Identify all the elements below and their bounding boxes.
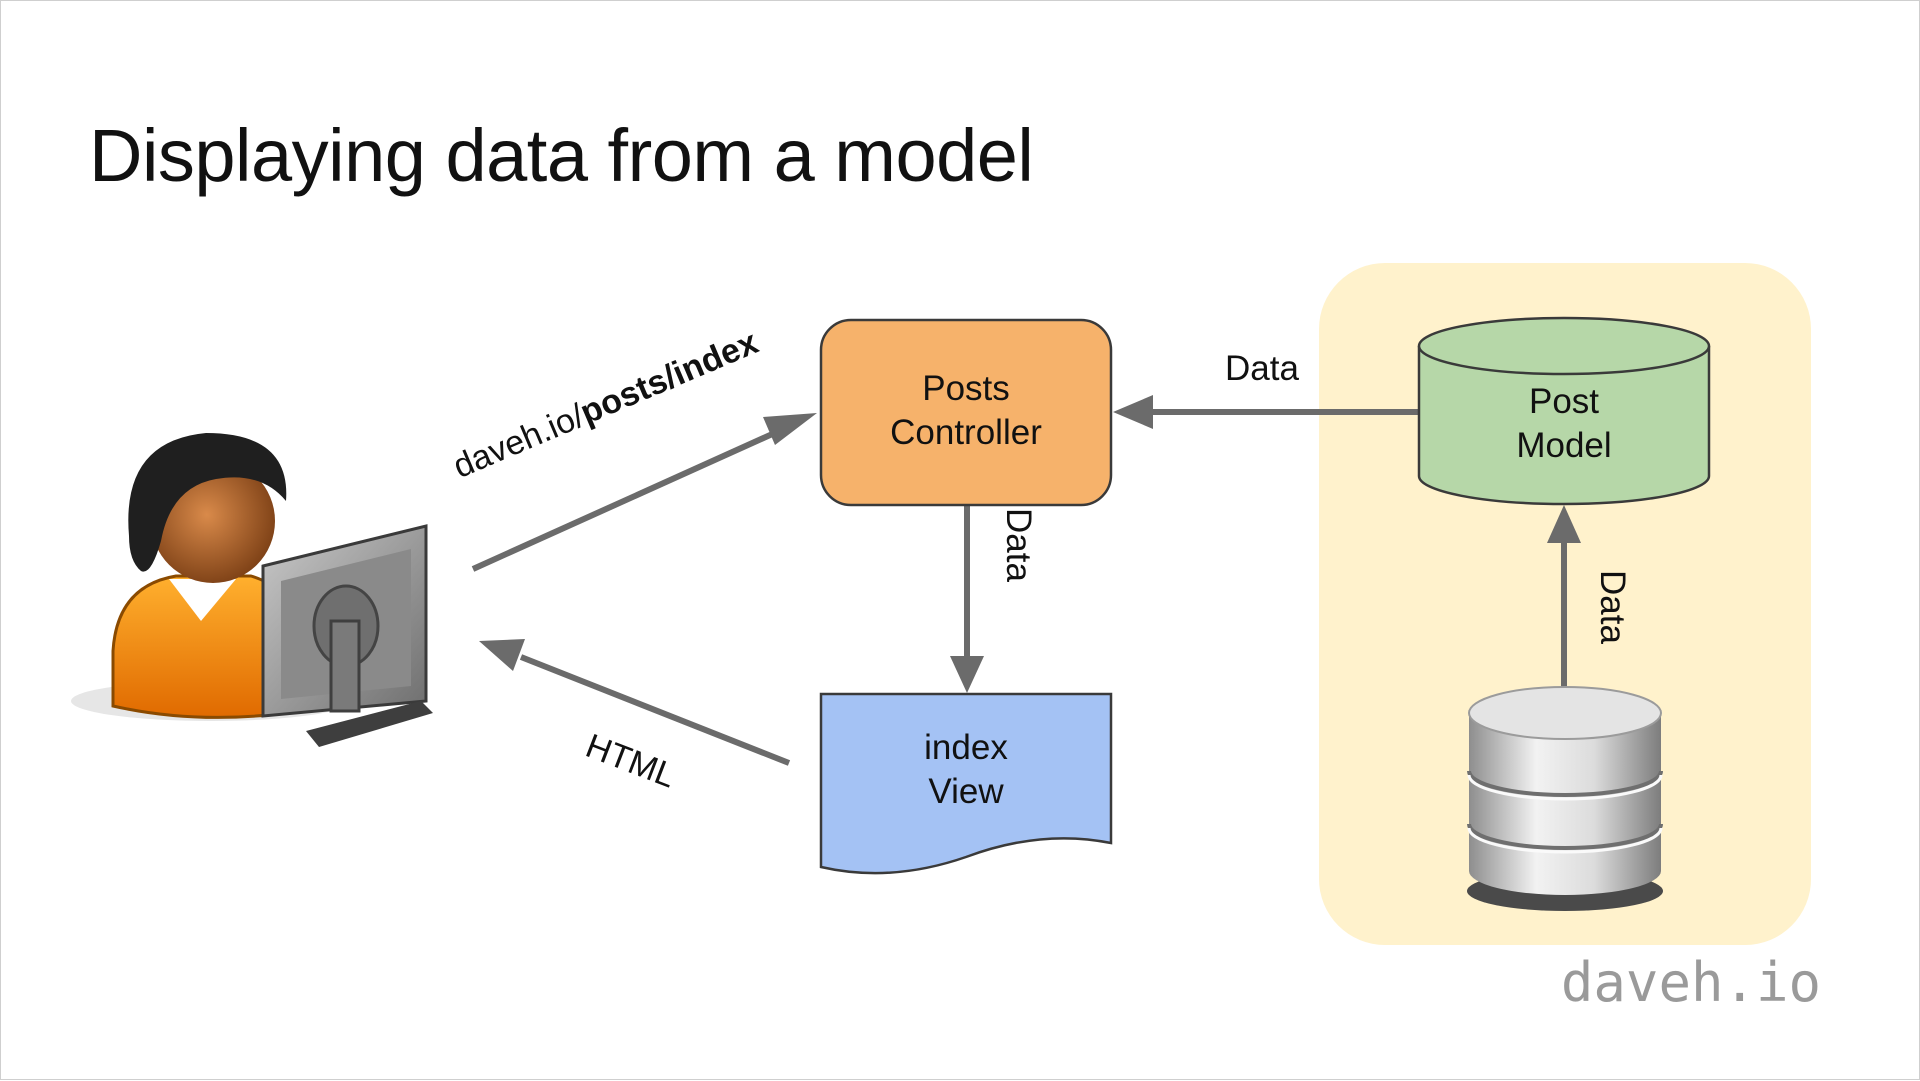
index-view-node [819, 692, 1113, 875]
view-label-line1: index [924, 728, 1008, 767]
model-label-line1: Post [1528, 382, 1600, 421]
brand-watermark: daveh.io [1560, 951, 1821, 1014]
controller-to-view-arrow [950, 506, 984, 693]
controller-label: Posts Controller [821, 367, 1111, 455]
slide-title: Displaying data from a model [89, 114, 1034, 197]
database-to-model-arrow [1547, 505, 1581, 687]
request-arrow [471, 413, 817, 572]
database-icon [1467, 686, 1663, 911]
post-model-node [1417, 316, 1711, 506]
view-to-user-arrow [479, 639, 791, 766]
posts-controller-node [819, 318, 1113, 507]
model-to-controller-label: Data [1225, 349, 1299, 388]
controller-label-line2: Controller [890, 412, 1042, 452]
model-label: Post Model [1419, 380, 1709, 468]
controller-label-line1: Posts [922, 369, 1010, 408]
view-label-line2: View [928, 771, 1004, 811]
model-to-controller-arrow [1113, 395, 1419, 429]
user-at-computer-icon [71, 433, 433, 747]
model-label-line2: Model [1516, 425, 1612, 465]
database-to-model-label: Data [1592, 570, 1632, 644]
controller-to-view-label: Data [998, 508, 1038, 582]
view-label: index View [821, 726, 1111, 814]
